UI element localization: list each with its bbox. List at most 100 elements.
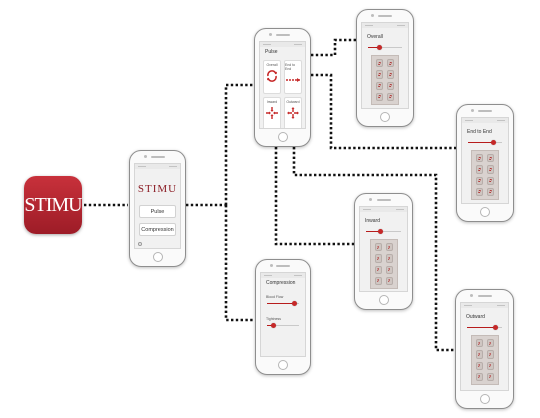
home-button[interactable] [278,360,288,370]
electrode-pad[interactable] [475,339,483,348]
rotate-arrows-icon [267,70,277,82]
status-bar [135,164,180,169]
electrode-pad[interactable] [385,254,393,263]
electrode-pad[interactable] [475,350,483,359]
connector-pulse-to-overall [311,38,356,57]
connector-pulse-to-inward-2 [274,147,354,246]
electrode-pad[interactable] [374,254,382,263]
status-bar [362,23,408,28]
electrode-pad-grid [369,239,398,289]
electrode-pad[interactable] [476,176,483,185]
stimu-logo: STIMU [137,183,178,195]
electrode-pad[interactable] [385,243,393,252]
home-button[interactable] [479,394,490,404]
electrode-pad[interactable] [387,81,394,90]
tile-label: Outward [286,100,300,104]
electrode-pad[interactable] [486,361,494,370]
electrode-pad[interactable] [376,92,383,101]
end-to-end-screen-phone: End to End [456,104,514,222]
blood-flow-slider[interactable] [267,300,299,306]
intensity-slider[interactable] [366,228,401,234]
home-button[interactable] [152,252,163,262]
electrode-pad[interactable] [487,154,494,163]
overall-screen-phone: Overall [356,9,414,127]
detail-screen: Outward [460,302,509,391]
electrode-pad[interactable] [376,59,383,68]
slider-knob[interactable] [492,324,498,330]
camera-dot [371,14,374,17]
electrode-pad[interactable] [486,339,494,348]
settings-gear-icon[interactable] [138,242,142,246]
compression-title: Compression [266,280,296,286]
electrode-pad[interactable] [476,187,483,196]
end-to-end-icon [286,78,300,82]
connector-pulse-to-end-to-end [311,73,456,150]
intensity-slider[interactable] [368,44,402,50]
compression-screen: Compression Blood Flow Tightness [260,272,306,357]
electrode-pad[interactable] [476,165,483,174]
camera-dot [369,198,372,201]
slider-knob[interactable] [491,139,496,145]
tightness-label: Tightness [266,317,282,321]
pulse-tile-grid: Overall End to End Inward [260,57,305,128]
electrode-pad[interactable] [387,70,394,79]
electrode-pad[interactable] [487,165,494,174]
home-button[interactable] [380,112,390,122]
detail-screen: End to End [461,117,509,204]
slider-knob[interactable] [291,300,297,306]
electrode-pad[interactable] [385,276,393,285]
electrode-pad[interactable] [487,176,494,185]
electrode-pad[interactable] [376,81,383,90]
electrode-pad[interactable] [486,350,494,359]
tile-end-to-end[interactable]: End to End [284,60,302,94]
intensity-slider[interactable] [467,324,502,330]
electrode-pad[interactable] [374,265,382,274]
home-button[interactable] [277,132,288,142]
camera-dot [471,109,474,112]
camera-dot [144,155,147,158]
compression-button[interactable]: Compression [139,223,176,236]
home-button[interactable] [480,207,490,217]
tile-outward[interactable]: Outward [284,97,302,128]
connector-pulse-to-inward [292,147,455,352]
tile-inward[interactable]: Inward [263,97,281,128]
status-bar [462,118,508,123]
intensity-slider[interactable] [468,139,502,145]
speaker-grille [378,15,392,17]
electrode-pad[interactable] [385,265,393,274]
outward-arrows-icon [287,107,299,119]
electrode-pad[interactable] [376,70,383,79]
outward-screen-phone: Outward [455,289,514,409]
electrode-pad[interactable] [387,92,394,101]
app-icon-text: STIMU [24,193,82,216]
home-button[interactable] [378,295,389,305]
electrode-pad[interactable] [476,154,483,163]
slider-knob[interactable] [377,44,383,50]
speaker-grille [276,265,290,267]
electrode-pad[interactable] [486,372,494,381]
blood-flow-label: Blood Flow [266,295,284,299]
detail-title: Inward [365,218,381,224]
electrode-pad[interactable] [374,276,382,285]
detail-screen: Inward [359,206,408,292]
tile-label: Overall [266,63,278,67]
electrode-pad-grid [471,150,499,200]
speaker-grille [150,156,165,158]
tile-overall[interactable]: Overall [263,60,281,94]
slider-knob[interactable] [377,228,383,234]
pulse-button[interactable]: Pulse [139,205,176,218]
electrode-pad[interactable] [487,187,494,196]
stimu-app-icon[interactable]: STIMU [24,176,83,234]
camera-dot [470,294,473,297]
speaker-grille [477,295,492,297]
electrode-pad-grid [371,55,399,105]
camera-dot [269,33,272,36]
tightness-slider[interactable] [267,322,299,328]
slider-knob[interactable] [270,322,276,328]
electrode-pad[interactable] [387,59,394,68]
electrode-pad[interactable] [475,372,483,381]
electrode-pad[interactable] [475,361,483,370]
detail-title: Outward [466,314,485,320]
electrode-pad[interactable] [374,243,382,252]
